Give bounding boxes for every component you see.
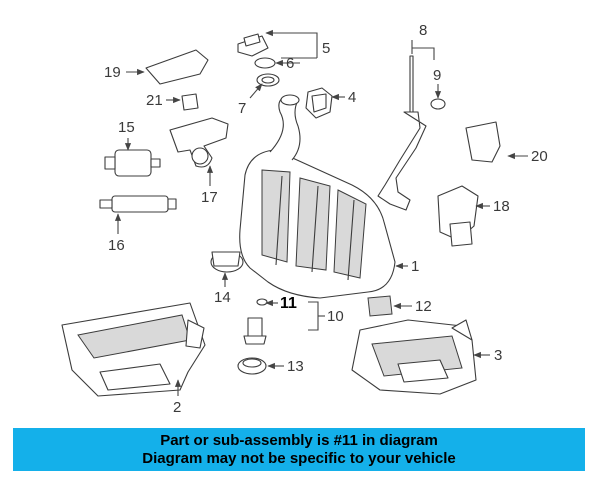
callout-18: 18: [493, 198, 510, 215]
gasket-part[interactable]: [254, 57, 276, 69]
fuel-pump-part[interactable]: [305, 87, 333, 119]
callout-15: 15: [118, 119, 135, 136]
strap-part[interactable]: [367, 295, 393, 317]
fuel-filter-part[interactable]: [104, 149, 161, 177]
callout-2: 2: [173, 399, 181, 416]
callout-12: 12: [415, 298, 432, 315]
callout-14: 14: [214, 289, 231, 306]
callout-17: 17: [201, 189, 218, 206]
callout-19: 19: [104, 64, 121, 81]
filter-bracket-part[interactable]: [169, 117, 229, 168]
drain-plug-washer-part[interactable]: [256, 298, 268, 306]
callout-11: 11: [280, 295, 297, 312]
callout-10: 10: [327, 308, 344, 325]
fuel-sender-part[interactable]: [377, 55, 446, 211]
cap-part[interactable]: [237, 357, 267, 375]
callout-4: 4: [348, 89, 356, 106]
callout-7: 7: [238, 100, 246, 117]
parts-diagram: 1 2 3 4 5 6 7 8 9 10 11 12 13 14 15 16 1…: [61, 22, 548, 416]
callout-1: 1: [411, 258, 419, 275]
callout-labels: 1 2 3 4 5 6 7 8 9 10 11 12 13 14 15 16 1…: [104, 22, 548, 416]
callout-20: 20: [531, 148, 548, 165]
callout-21: 21: [146, 92, 163, 109]
bracket-18-part[interactable]: [437, 185, 479, 247]
callout-6: 6: [286, 55, 294, 72]
leader-lines: [114, 29, 528, 396]
callout-16: 16: [108, 237, 125, 254]
info-banner: Part or sub-assembly is #11 in diagram D…: [13, 428, 585, 471]
fuel-cap-part[interactable]: [237, 33, 269, 57]
callout-8: 8: [419, 22, 427, 39]
fuel-pump-cylinder-part[interactable]: [99, 195, 177, 213]
callout-13: 13: [287, 358, 304, 375]
callout-5: 5: [322, 40, 330, 57]
fuel-tank-part[interactable]: [239, 94, 396, 299]
banner-line-1: Part or sub-assembly is #11 in diagram: [160, 432, 438, 449]
drain-plug-part[interactable]: [243, 317, 267, 345]
grommet-21-part[interactable]: [181, 93, 199, 111]
tank-shield-part-right[interactable]: [351, 319, 477, 395]
callout-9: 9: [433, 67, 441, 84]
bracket-20-part[interactable]: [465, 121, 501, 163]
callout-3: 3: [494, 347, 502, 364]
bracket-19-part[interactable]: [145, 49, 209, 85]
tank-shield-part[interactable]: [61, 302, 206, 397]
ring-part[interactable]: [256, 73, 280, 87]
pump-mount-part[interactable]: [210, 251, 244, 273]
banner-line-2: Diagram may not be specific to your vehi…: [142, 450, 456, 467]
